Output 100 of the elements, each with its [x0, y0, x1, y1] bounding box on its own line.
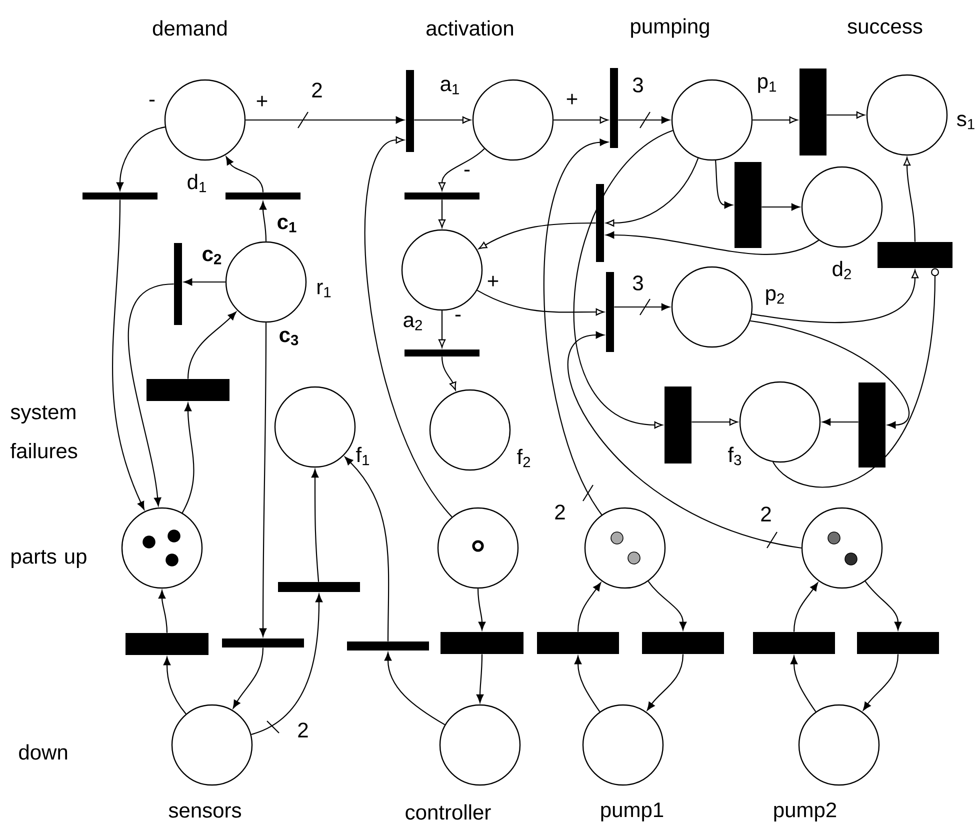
arc — [646, 654, 684, 711]
arc — [364, 136, 452, 518]
arc-label: 3 — [631, 76, 645, 94]
arc — [864, 580, 902, 630]
transition-bar — [800, 68, 826, 156]
arc — [187, 312, 236, 379]
arc — [826, 111, 865, 119]
place-label: f$_{1}$ — [356, 446, 370, 466]
transition-bar — [126, 633, 208, 655]
arc — [414, 116, 471, 124]
arc — [438, 200, 446, 228]
arc-label: - — [454, 314, 462, 322]
arc — [614, 298, 670, 316]
arc — [311, 469, 320, 582]
arc — [251, 594, 323, 735]
arc — [477, 588, 486, 630]
arc-label: - — [148, 98, 156, 108]
arc — [232, 648, 264, 709]
transition-bar — [440, 632, 524, 654]
arc — [441, 356, 456, 390]
arc — [752, 116, 798, 124]
arc — [259, 201, 267, 242]
row-heading: parts up — [12, 550, 86, 568]
place-label: a$_{1}$ — [440, 80, 459, 94]
arc-label: + — [254, 94, 270, 110]
arc-label: + — [564, 92, 580, 108]
arc — [772, 268, 939, 488]
arc — [750, 320, 910, 429]
transition-bar — [858, 382, 886, 468]
place-label: p$_{2}$ — [766, 289, 784, 305]
arc — [574, 656, 600, 712]
transition-bar — [404, 350, 480, 356]
arc — [606, 231, 819, 255]
heading: demand — [152, 20, 227, 36]
arc — [762, 203, 800, 211]
arc-label: - — [462, 168, 472, 178]
arc — [344, 456, 390, 642]
arc — [752, 270, 919, 323]
place-label: d$_{2}$ — [832, 260, 851, 280]
arc — [606, 158, 699, 227]
arc — [618, 112, 670, 128]
place-circle — [121, 507, 203, 589]
place-circle — [171, 704, 253, 786]
arc — [715, 160, 733, 209]
place-circle — [798, 704, 880, 786]
transition-label: c$_{2}$ — [202, 250, 222, 264]
transition-bar — [404, 192, 480, 200]
arc — [158, 590, 168, 633]
arc — [128, 283, 174, 506]
place-label: p$_{1}$ — [758, 77, 776, 93]
arc — [438, 310, 446, 348]
arc-label: 2 — [553, 504, 567, 520]
place-circle — [437, 507, 519, 589]
arc — [438, 148, 485, 191]
transition-bar — [664, 386, 692, 464]
place-circle — [801, 507, 883, 589]
transition-label: c$_{1}$ — [278, 218, 296, 232]
place-circle — [439, 704, 521, 786]
heading: controller — [406, 804, 491, 820]
transition-bar — [146, 379, 230, 401]
arc — [903, 157, 916, 242]
arc-label: 3 — [631, 274, 645, 292]
arc — [648, 580, 687, 630]
arc — [478, 222, 596, 250]
row-heading: system failures — [10, 406, 78, 458]
arc-label: 2 — [759, 506, 773, 522]
heading: sensors — [168, 806, 241, 818]
arc — [577, 582, 602, 632]
arc-label: + — [486, 274, 500, 290]
transition-bar — [537, 632, 619, 654]
heading: activation — [426, 20, 513, 36]
transition-bar — [753, 632, 835, 654]
arc — [246, 112, 404, 128]
place-circle — [582, 704, 664, 786]
heading: pump2 — [774, 802, 836, 822]
arc — [182, 402, 194, 514]
arc — [544, 138, 608, 516]
transition-bar — [642, 632, 724, 654]
place-circle — [584, 507, 666, 589]
transition-bar — [878, 242, 952, 268]
place-label: f$_{3}$ — [728, 446, 742, 466]
transition-bar — [857, 632, 939, 654]
arc — [163, 656, 186, 714]
arc — [476, 654, 484, 703]
arc — [574, 130, 674, 429]
transition-label: c$_{3}$ — [280, 330, 298, 346]
arc — [259, 322, 267, 637]
arc — [793, 582, 818, 632]
arc — [476, 290, 604, 316]
heading: success — [848, 22, 922, 34]
place-label: r$_{1}$ — [318, 282, 331, 298]
arc — [184, 278, 226, 286]
arc — [554, 116, 608, 124]
arc — [822, 418, 858, 426]
place-label: s$_{1}$ — [957, 114, 974, 130]
arc — [567, 331, 802, 549]
arc — [862, 654, 899, 711]
arc-label: 2 — [296, 722, 310, 738]
arc — [384, 652, 446, 726]
arc — [116, 126, 166, 191]
